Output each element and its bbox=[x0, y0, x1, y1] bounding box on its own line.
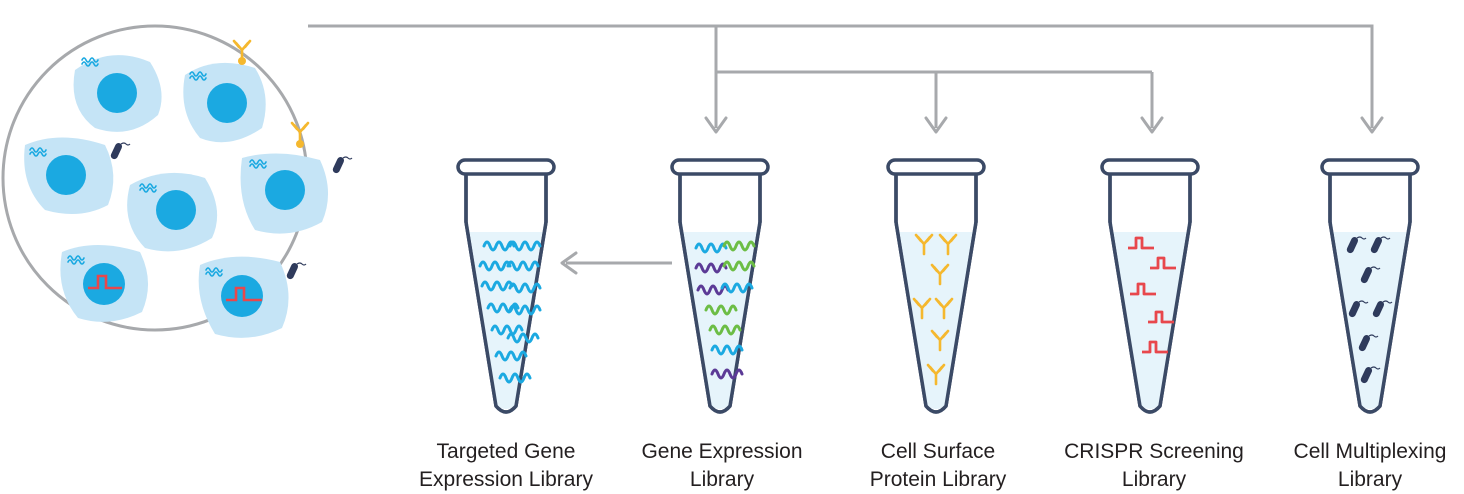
arrowhead-icon bbox=[1140, 116, 1164, 134]
label-cell-multiplexing: Cell Multiplexing Library bbox=[1293, 440, 1447, 491]
cell bbox=[198, 256, 307, 338]
flow-arrows bbox=[308, 24, 1374, 265]
tube-crispr-screening bbox=[1100, 158, 1200, 414]
cell bbox=[60, 245, 149, 322]
cell bbox=[240, 121, 353, 234]
arrow-top-line bbox=[308, 24, 1374, 128]
tube-cell-surface-protein bbox=[886, 158, 986, 414]
label-gene-expression: Gene Expression Library bbox=[641, 440, 803, 491]
cell bbox=[127, 172, 218, 252]
cell bbox=[73, 55, 162, 132]
arrowhead-icon bbox=[924, 116, 948, 134]
label-crispr-screening: CRISPR Screening Library bbox=[1064, 440, 1244, 491]
arrowhead-icon bbox=[1360, 116, 1384, 134]
label-cell-surface-protein: Cell Surface Protein Library bbox=[869, 440, 1007, 491]
cell bbox=[24, 137, 131, 214]
tube-cell-multiplexing bbox=[1320, 158, 1420, 414]
cell-population bbox=[1, 24, 353, 338]
arrowheads bbox=[560, 116, 1384, 275]
label-targeted-gene-expression: Targeted Gene Expression Library bbox=[419, 440, 593, 491]
arrowhead-icon bbox=[560, 251, 578, 275]
tube-gene-expression bbox=[670, 158, 770, 414]
tube-targeted-gene-expression bbox=[456, 158, 556, 414]
arrowhead-icon bbox=[704, 116, 728, 134]
cell bbox=[183, 39, 266, 143]
